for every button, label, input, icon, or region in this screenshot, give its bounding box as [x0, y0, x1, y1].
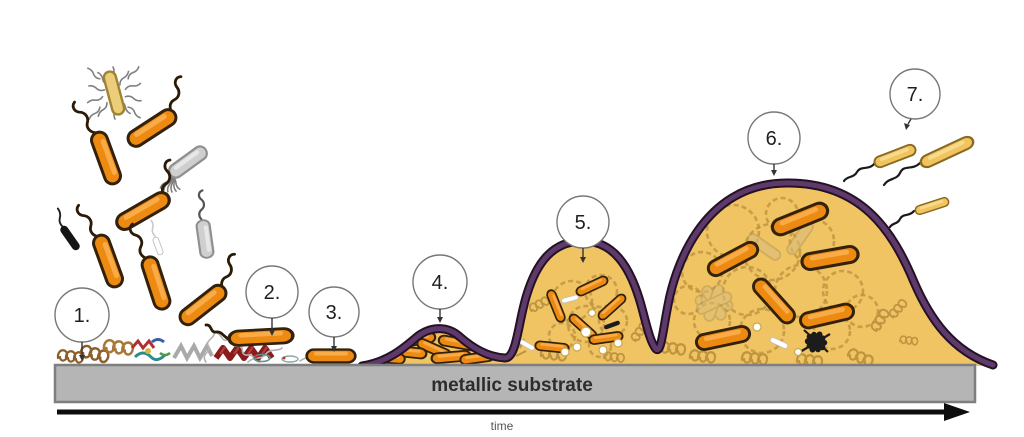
vesicles — [560, 308, 623, 357]
stage3-attached-bacterium — [305, 348, 357, 364]
planktonic-bacterium — [112, 157, 176, 235]
protein-ribbon-gray — [172, 341, 214, 363]
substrate-bar — [53, 363, 977, 404]
stage-label-2: 2. — [245, 265, 299, 336]
stage-label-7: 7. — [889, 68, 941, 130]
stage2-attaching-bacterium — [204, 323, 295, 348]
planktonic-bacterium-gray — [194, 189, 216, 260]
stage-number: 4. — [432, 272, 449, 294]
planktonic-bacterium — [127, 221, 174, 313]
stage-label-6: 6. — [747, 111, 801, 176]
protein-helix-red — [213, 345, 275, 361]
stage-number: 7. — [907, 84, 924, 106]
peritrichous-bacterium — [86, 65, 142, 121]
protein-ribbon-multicolor — [130, 338, 171, 362]
stage-number: 3. — [326, 302, 343, 324]
stage-labels: 1. 2. 3. 4. 5. — [54, 68, 941, 361]
stage-number: 1. — [74, 305, 91, 327]
dispersal-bacterium — [888, 195, 951, 229]
stage-number: 5. — [575, 212, 592, 234]
stage6-biofilm — [658, 196, 919, 366]
planktonic-bacteria — [55, 65, 240, 330]
dispersal-bacterium — [842, 142, 919, 183]
stage-label-5: 5. — [556, 195, 610, 263]
dispersal-bacterium — [882, 133, 977, 187]
dead-bacteria-cluster — [799, 329, 831, 354]
time-axis-label: time — [491, 419, 514, 433]
time-arrowhead-icon — [944, 403, 970, 421]
lophotrichous-bacterium — [158, 142, 211, 193]
stage-label-1: 1. — [54, 287, 110, 361]
substrate-label: metallic substrate — [431, 375, 593, 396]
stage5-biofilm — [511, 273, 650, 363]
stage-label-4: 4. — [412, 254, 468, 323]
planktonic-bacterium-ghost — [149, 219, 165, 257]
planktonic-bacterium-small-black — [55, 207, 80, 251]
dispersal-bacteria — [842, 133, 977, 229]
biofilm-membrane — [357, 178, 998, 371]
biofilm-contents — [367, 196, 919, 366]
metallic-substrate: metallic substrate — [53, 363, 977, 404]
time-axis: time — [57, 403, 970, 433]
stage-number: 2. — [264, 282, 281, 304]
stage-number: 6. — [766, 128, 783, 150]
stage-label-3: 3. — [308, 286, 360, 352]
planktonic-bacterium — [175, 251, 240, 330]
